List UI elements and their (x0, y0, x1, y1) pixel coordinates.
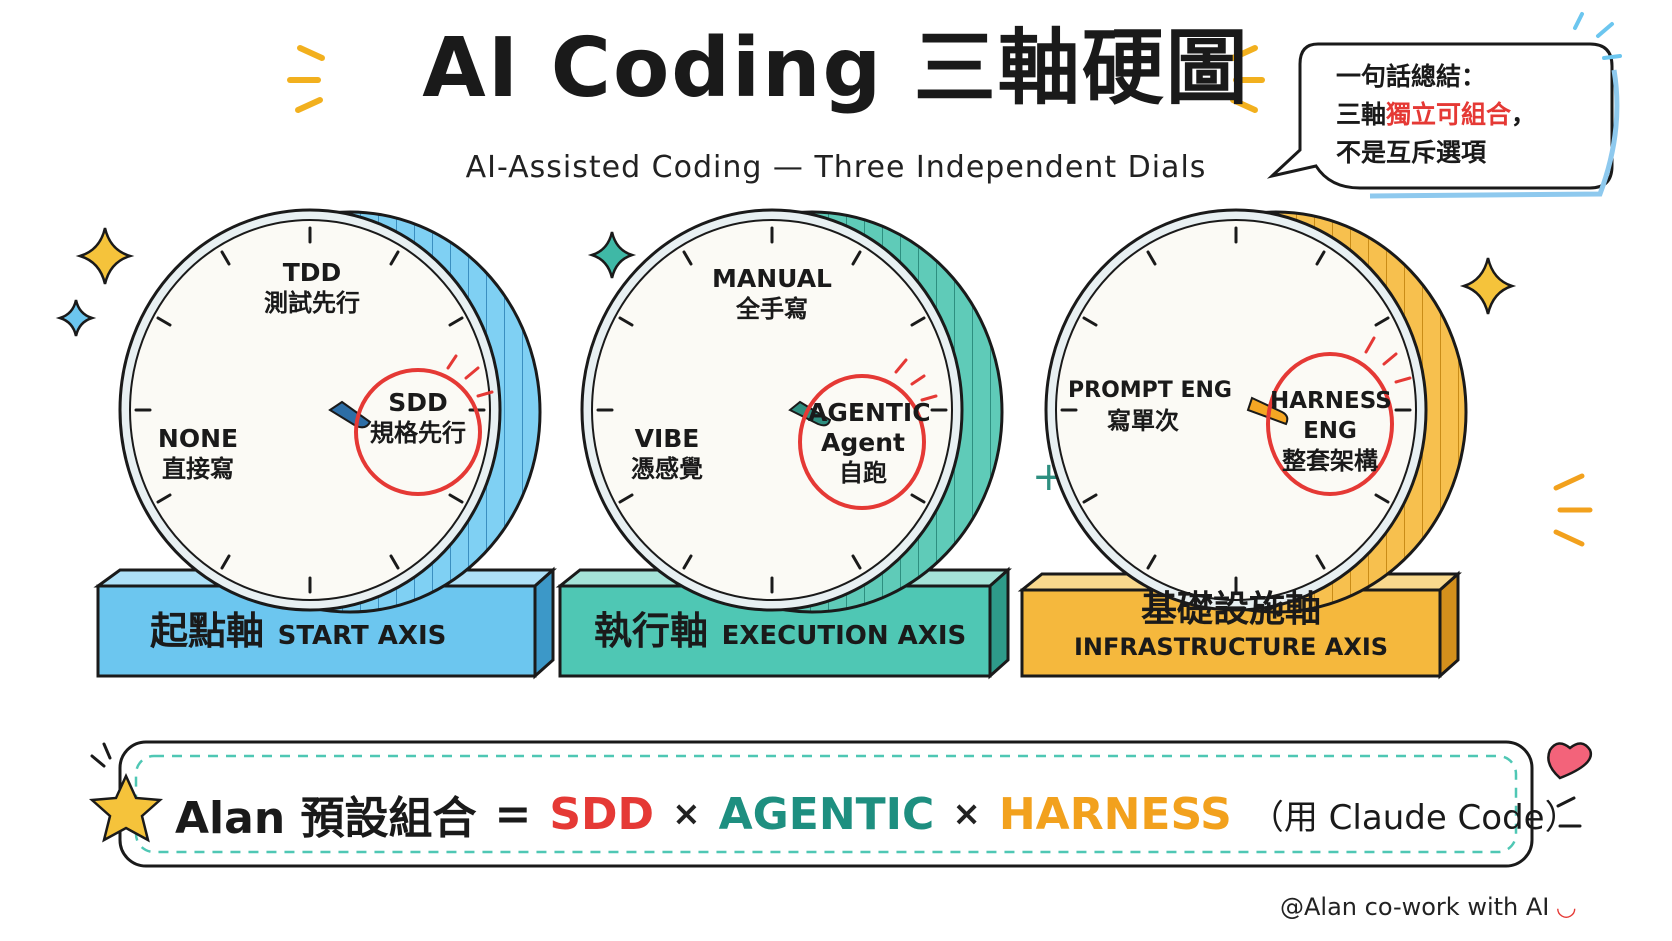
sparkle-icon (587, 231, 637, 279)
dial-3-right-mid: ENG (1303, 418, 1357, 444)
dial-2-axis-label: 執行軸 EXECUTION AXIS (594, 600, 966, 655)
dial-2-left-label: VIBE 憑感覺 (622, 424, 712, 484)
bubble-line-3: 不是互斥選項 (1336, 138, 1487, 167)
dial-1-axis-zh: 起點軸 (150, 609, 265, 653)
formula-agentic: AGENTIC (718, 788, 935, 840)
dial-2-axis-en: EXECUTION AXIS (721, 621, 967, 651)
dial-1-left-label: NONE 直接寫 (148, 424, 248, 484)
dial-1-right-en: SDD (388, 388, 448, 417)
dial-2-left-zh: 憑感覺 (631, 455, 703, 483)
formula-times-2: × (952, 794, 981, 834)
dial-2-right-en: AGENTIC (808, 398, 931, 427)
page-subtitle: AI-Assisted Coding — Three Independent D… (465, 150, 1207, 185)
heart-icon (1547, 742, 1593, 780)
dial-1-left-en: NONE (157, 424, 239, 453)
dial-3-right-en: HARNESS (1270, 388, 1392, 414)
author-credit: @Alan co-work with AI ◡ (1280, 893, 1575, 921)
dial-2-selected-label: AGENTIC Agent 自跑 (808, 398, 931, 488)
dial-1-selected-label: SDD 規格先行 (358, 388, 478, 448)
sparkle-icon (75, 227, 135, 285)
bubble-line-2-prefix: 三軸 (1336, 100, 1387, 129)
dial-2-left-en: VIBE (634, 424, 700, 453)
infrastructure-axis-dial (1017, 208, 1468, 680)
dial-3-axis-en: INFRASTRUCTURE AXIS (1073, 633, 1389, 661)
formula-times-1: × (672, 794, 701, 834)
bubble-line-2: 三軸獨立可組合， (1336, 96, 1536, 134)
formula-lead: Alan 預設組合 (175, 793, 477, 844)
dial-1-top-en: TDD (282, 258, 342, 287)
star-icon (88, 772, 164, 843)
dial-2-top-en: MANUAL (712, 264, 832, 293)
dial-3-axis-label: 基礎設施軸 INFRASTRUCTURE AXIS (1036, 588, 1426, 662)
dial-3-left-zh: 寫單次 (1107, 407, 1179, 435)
dial-1-axis-en: START AXIS (277, 621, 447, 651)
formula-harness: HARNESS (998, 788, 1232, 840)
dial-1-axis-label: 起點軸 START AXIS (150, 600, 446, 655)
dial-2-right-mid: Agent (821, 428, 905, 457)
dial-1-left-zh: 直接寫 (162, 455, 234, 483)
dial-1-top-label: TDD 測試先行 (262, 258, 362, 318)
dial-1-right-zh: 規格先行 (370, 419, 466, 447)
summary-speech-bubble: 一句話總結： 三軸獨立可組合， 不是互斥選項 (1290, 36, 1605, 196)
speech-bubble-shape (1266, 42, 1614, 190)
bubble-line-1: 一句話總結： (1336, 62, 1487, 91)
formula-tool: （用 Claude Code） (1249, 797, 1579, 838)
dial-3-left-en: PROMPT ENG (1068, 378, 1232, 403)
dial-3-axis-zh: 基礎設施軸 (1140, 589, 1321, 630)
dial-2-top-label: MANUAL 全手寫 (712, 264, 832, 324)
dial-2-right-zh: 自跑 (839, 459, 887, 487)
formula-equals: = (494, 788, 532, 840)
page-title: AI Coding 三軸硬圖 (422, 21, 1250, 116)
dial-2-axis-zh: 執行軸 (594, 609, 709, 653)
formula-sdd: SDD (549, 788, 655, 840)
sparkle-icon (55, 299, 97, 337)
bubble-highlight: 獨立可組合 (1386, 100, 1512, 129)
start-axis-dial (93, 208, 557, 680)
bubble-line-2-suffix: ， (1511, 100, 1537, 129)
title-accent-icon (287, 45, 1265, 113)
dial-3-selected-label: HARNESS ENG 整套架構 (1270, 386, 1392, 476)
execution-axis-dial (555, 208, 1012, 680)
dial-3-left-label: PROMPT ENG 寫單次 (1068, 374, 1232, 436)
dial-2-top-zh: 全手寫 (736, 295, 808, 323)
default-combination-formula: Alan 預設組合 = SDD × AGENTIC × HARNESS （用 C… (175, 780, 1579, 848)
credit-text: @Alan co-work with AI (1280, 893, 1550, 921)
smile-icon: ◡ (1557, 893, 1576, 921)
dial-1-top-zh: 測試先行 (264, 289, 360, 317)
dial-3-right-zh: 整套架構 (1282, 447, 1378, 475)
sparkle-icon (1459, 257, 1517, 315)
